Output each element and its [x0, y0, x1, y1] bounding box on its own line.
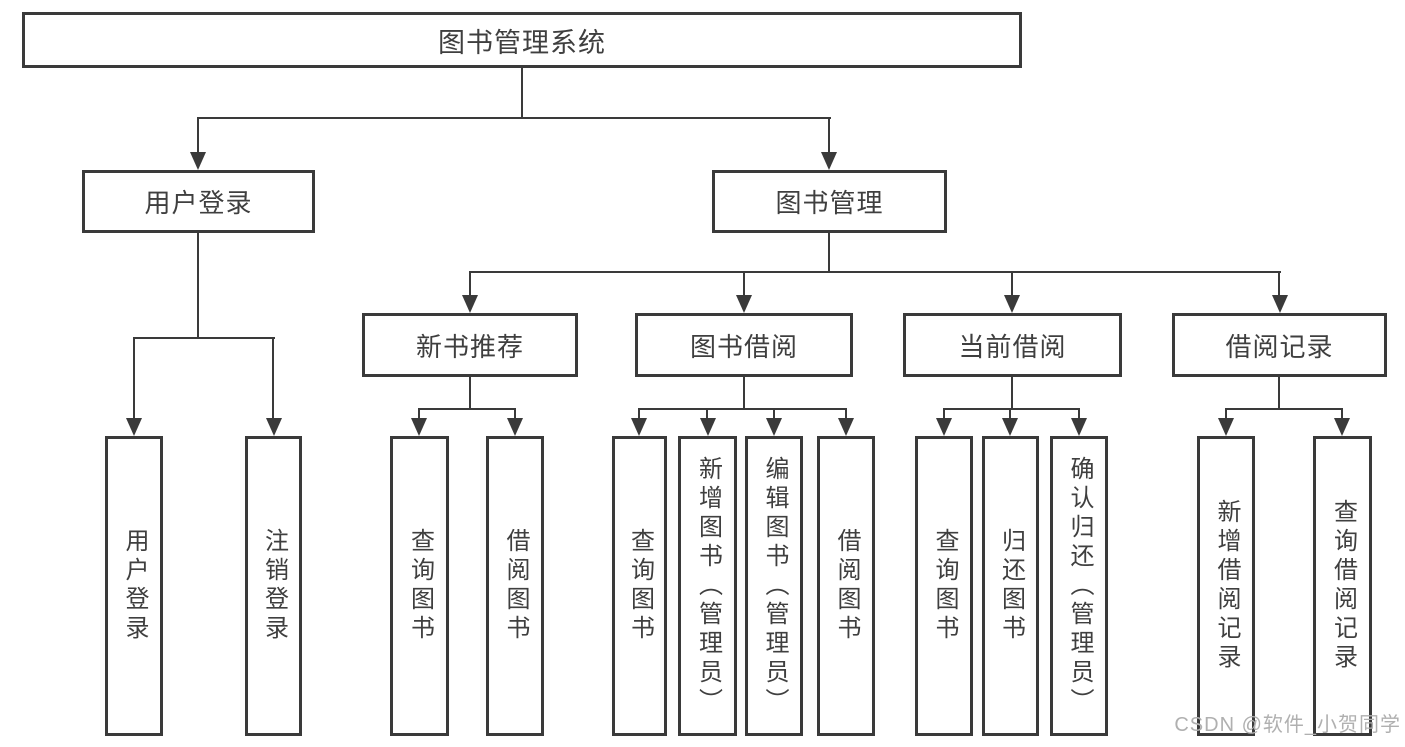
node-query-books-recommend: 查询图书 — [390, 436, 449, 736]
node-borrow-books-borrowing: 借阅图书 — [817, 436, 875, 736]
leaf-label: 归还图书 — [997, 528, 1025, 644]
edge-groupA-branch — [418, 408, 516, 410]
edge-groupA-drop — [514, 408, 516, 420]
arrow-down-icon — [1272, 295, 1288, 313]
leaf-label: 新增图书（管理员） — [694, 455, 722, 717]
edge-level3-branch — [469, 271, 1281, 273]
node-borrowing-records: 借阅记录 — [1172, 313, 1387, 377]
edge-groupD-drop — [1225, 408, 1227, 420]
edge-groupD-branch — [1225, 408, 1343, 410]
node-borrow-books-recommend: 借阅图书 — [486, 436, 544, 736]
edge-login-branch — [133, 337, 275, 339]
arrow-down-icon — [190, 152, 206, 170]
node-user-login-leaf: 用户登录 — [105, 436, 163, 736]
edge-management-stub — [828, 233, 830, 273]
node-query-borrow-record: 查询借阅记录 — [1313, 436, 1372, 736]
leaf-label: 查询图书 — [626, 528, 654, 644]
edge-groupB-stub — [743, 377, 745, 410]
arrow-down-icon — [838, 418, 854, 436]
arrow-down-icon — [126, 418, 142, 436]
edge-level3-drop — [743, 271, 745, 297]
leaf-label: 借阅图书 — [833, 528, 860, 644]
node-new-book-recommendation: 新书推荐 — [362, 313, 578, 377]
edge-groupA-stub — [469, 377, 471, 410]
node-return-books: 归还图书 — [982, 436, 1039, 736]
edge-groupC-branch — [943, 408, 1080, 410]
leaf-label: 借阅图书 — [502, 528, 529, 644]
edge-groupC-drop — [943, 408, 945, 420]
edge-groupB-drop — [706, 408, 708, 420]
node-logout: 注销登录 — [245, 436, 302, 736]
arrow-down-icon — [1004, 295, 1020, 313]
arrow-down-icon — [936, 418, 952, 436]
edge-level3-drop — [1011, 271, 1013, 297]
node-user-login: 用户登录 — [82, 170, 315, 233]
edge-groupB-drop — [638, 408, 640, 420]
edge-level3-drop — [1278, 271, 1280, 297]
arrow-down-icon — [1071, 418, 1087, 436]
edge-root-stub — [521, 68, 523, 119]
csdn-watermark: CSDN @软件_小贺同学 — [1174, 714, 1401, 736]
leaf-label: 查询图书 — [931, 528, 958, 644]
edge-groupA-drop — [418, 408, 420, 420]
edge-groupC-drop — [1009, 408, 1011, 420]
node-book-borrowing: 图书借阅 — [635, 313, 853, 377]
arrow-down-icon — [631, 418, 647, 436]
node-edit-books-admin: 编辑图书（管理员） — [745, 436, 803, 736]
edge-groupB-drop — [845, 408, 847, 420]
leaf-label: 注销登录 — [260, 528, 288, 644]
edge-level2-branch — [197, 117, 831, 119]
edge-login-stub — [197, 233, 199, 339]
edge-groupB-branch — [638, 408, 847, 410]
leaf-label: 确认归还（管理员） — [1066, 455, 1093, 717]
edge-groupC-drop — [1078, 408, 1080, 420]
arrow-down-icon — [507, 418, 523, 436]
arrow-down-icon — [411, 418, 427, 436]
arrow-down-icon — [821, 152, 837, 170]
node-system-root: 图书管理系统 — [22, 12, 1022, 68]
edge-management-drop — [828, 117, 830, 154]
edge-groupD-stub — [1278, 377, 1280, 410]
leaf-label: 用户登录 — [121, 528, 148, 644]
edge-login-drop — [197, 117, 199, 154]
node-current-borrowing: 当前借阅 — [903, 313, 1122, 377]
leaf-label: 编辑图书（管理员） — [761, 455, 788, 717]
node-query-books-current: 查询图书 — [915, 436, 973, 736]
edge-groupC-stub — [1011, 377, 1013, 410]
edge-login-child-drop — [272, 337, 274, 420]
arrow-down-icon — [266, 418, 282, 436]
edge-groupB-drop — [773, 408, 775, 420]
arrow-down-icon — [736, 295, 752, 313]
edge-level3-drop — [469, 271, 471, 297]
edge-login-child-drop — [133, 337, 135, 420]
node-query-books-borrowing: 查询图书 — [612, 436, 667, 736]
arrow-down-icon — [462, 295, 478, 313]
edge-groupD-drop — [1341, 408, 1343, 420]
node-add-books-admin: 新增图书（管理员） — [678, 436, 737, 736]
node-add-borrow-record: 新增借阅记录 — [1197, 436, 1255, 736]
leaf-label: 查询借阅记录 — [1329, 499, 1357, 673]
arrow-down-icon — [1002, 418, 1018, 436]
leaf-label: 查询图书 — [406, 528, 434, 644]
arrow-down-icon — [700, 418, 716, 436]
node-confirm-return-admin: 确认归还（管理员） — [1050, 436, 1108, 736]
arrow-down-icon — [766, 418, 782, 436]
arrow-down-icon — [1334, 418, 1350, 436]
arrow-down-icon — [1218, 418, 1234, 436]
node-book-management: 图书管理 — [712, 170, 947, 233]
leaf-label: 新增借阅记录 — [1213, 499, 1240, 673]
